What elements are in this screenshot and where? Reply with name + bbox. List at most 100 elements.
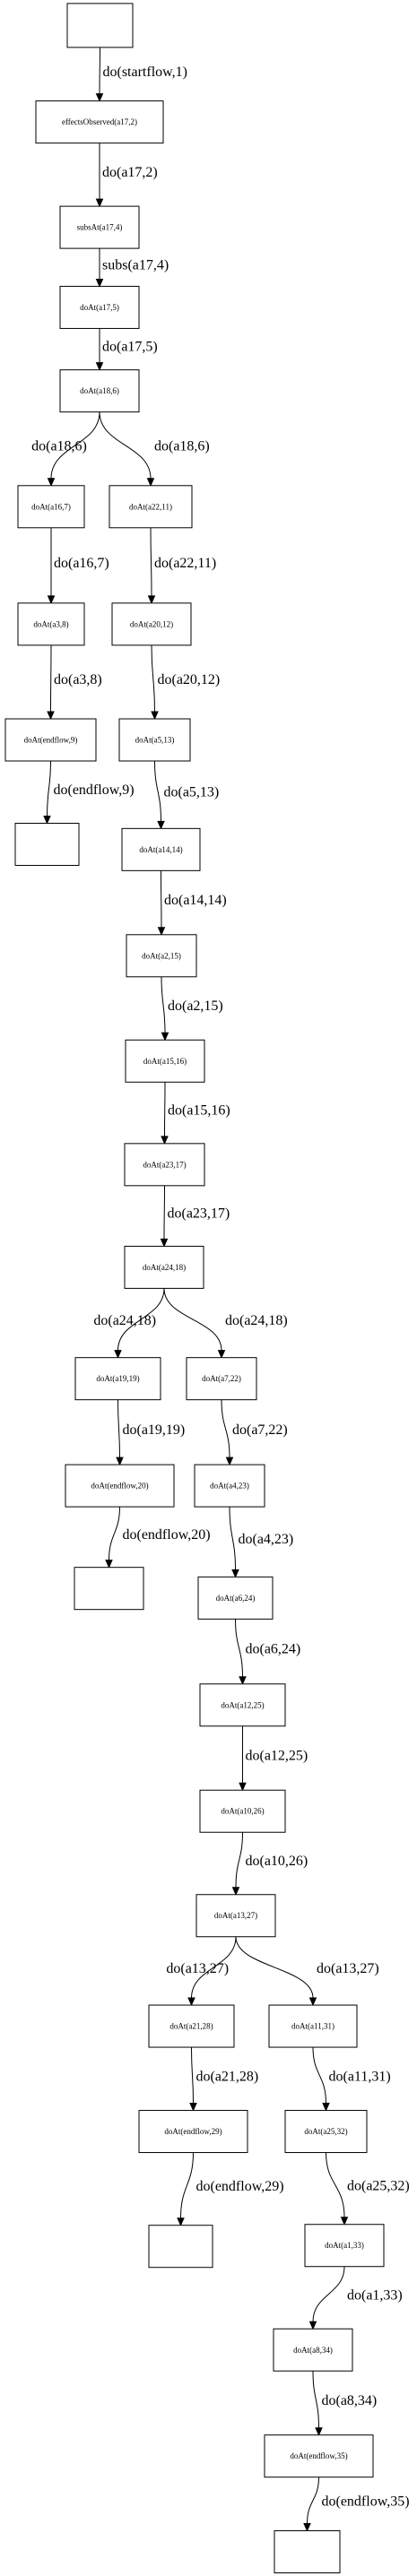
edge-label: do(a14,14) (164, 893, 227, 908)
graph-node: effectsObserved(a17,2) (35, 100, 164, 144)
graph-edge: do(endflow,9) (43, 761, 135, 825)
graph-node: doAt(a24,18) (124, 1245, 204, 1289)
graph-node: doAt(endflow,35) (264, 2434, 374, 2478)
node-box (65, 1464, 175, 1508)
node-box (14, 823, 80, 867)
edge-line (235, 1832, 243, 1888)
graph-node: doAt(a13,27) (195, 1894, 276, 1938)
graph-node: doAt(a25,32) (284, 2110, 368, 2154)
graph-node: doAt(endflow,29) (138, 2110, 248, 2154)
edge-line (117, 1288, 165, 1351)
node-label: doAt(a24,18) (143, 1263, 186, 1272)
edge-label: do(endflow,9) (54, 782, 135, 798)
edge-line (163, 1185, 165, 1240)
arrow-head (47, 711, 55, 721)
arrow-head (95, 198, 104, 208)
node-box (194, 1464, 265, 1508)
node-label: doAt(a1,33) (325, 2241, 364, 2250)
graph-node: doAt(a16,7) (17, 485, 85, 529)
edge-label: subs(a17,4) (102, 257, 169, 272)
graph-node: doAt(a12,25) (199, 1683, 286, 1727)
graph-edge: do(startflow,1) (95, 47, 188, 102)
edge-line (221, 1399, 230, 1458)
graph-node: doAt(a2,15) (126, 934, 197, 978)
edge-label: do(a4,23) (239, 1532, 294, 1547)
edge-label: do(a22,11) (154, 556, 216, 571)
graph-edge: do(a10,26) (231, 1832, 308, 1896)
arrow-head (217, 1350, 226, 1359)
edge-label: do(a6,24) (246, 1642, 301, 1657)
node-box (74, 1357, 161, 1401)
graph-node: doAt(a11,31) (268, 2004, 358, 2048)
edge-label: do(a18,6) (31, 439, 87, 454)
arrow-head (47, 478, 56, 488)
node-box (118, 718, 191, 762)
edge-line (312, 2266, 345, 2322)
arrow-head (151, 711, 159, 721)
edge-line (151, 644, 155, 713)
arrow-head (225, 1457, 234, 1466)
node-box (125, 1039, 205, 1083)
graph-edge: do(a1,33) (308, 2266, 403, 2330)
graph-edge: do(endflow,29) (177, 2152, 284, 2226)
arrow-head (161, 1136, 169, 1145)
node-box (268, 2004, 358, 2048)
graph-node: doAt(a7,22) (186, 1357, 257, 1401)
graph-node: doAt(a22,11) (109, 485, 193, 529)
graph-node: doAt(a14,14) (121, 827, 201, 871)
edge-label: do(a15,16) (168, 1103, 230, 1119)
arrow-head (95, 93, 104, 102)
node-label: doAt(endflow,20) (91, 1482, 148, 1491)
edge-label: do(endflow,29) (196, 2179, 284, 2194)
graph-edge: do(a17,2) (95, 143, 158, 208)
arrow-head (160, 1238, 169, 1248)
node-label: doAt(a14,14) (139, 845, 182, 854)
node-label: effectsObserved(a17,2) (62, 117, 137, 126)
arrow-head (177, 2217, 185, 2226)
graph-edge: do(a2,15) (161, 976, 223, 1042)
node-label: doAt(a5,13) (135, 736, 175, 745)
node-box (74, 1567, 144, 1611)
edge-label: do(a20,12) (158, 672, 221, 687)
edge-line (312, 2047, 326, 2104)
graph-node: doAt(a8,34) (273, 2328, 353, 2372)
edge-label: do(a13,27) (166, 1961, 229, 1976)
arrow-head (340, 2217, 349, 2226)
edge-line (180, 2152, 194, 2218)
node-box (199, 1789, 286, 1833)
terminal-node (66, 3, 134, 48)
arrow-head (187, 1997, 195, 2007)
node-label: doAt(a2,15) (142, 951, 181, 960)
graph-edge: do(a5,13) (154, 761, 219, 830)
edges-layer: do(startflow,1) do(a17,2) subs(a17,4) do(a1… (31, 47, 410, 2532)
node-label: doAt(a18,6) (80, 386, 119, 395)
node-label: doAt(endflow,35) (290, 2451, 347, 2460)
edge-line (99, 411, 152, 479)
node-box (199, 1683, 286, 1727)
graph-node: doAt(a15,16) (125, 1039, 205, 1083)
node-box (197, 1576, 274, 1620)
node-label: doAt(a8,34) (293, 2346, 333, 2355)
node-box (124, 1143, 205, 1187)
edge-label: do(a19,19) (123, 1422, 186, 1438)
node-box (17, 485, 85, 529)
edge-line (50, 411, 100, 479)
node-label: doAt(a16,7) (31, 502, 71, 511)
edge-line (109, 1507, 120, 1560)
edge-line (229, 1507, 236, 1570)
graph-node: doAt(endflow,9) (4, 718, 97, 762)
graph-edge: do(a18,6) (99, 411, 210, 488)
node-label: doAt(a22,11) (129, 502, 172, 511)
node-box (4, 718, 97, 762)
node-box (35, 100, 164, 144)
graph-node: doAt(a10,26) (199, 1789, 286, 1833)
node-label: doAt(endflow,29) (164, 2127, 222, 2136)
arrow-head (239, 1676, 247, 1686)
edge-label: do(endflow,35) (322, 2494, 410, 2510)
edge-label: do(startflow,1) (103, 65, 188, 80)
node-box (124, 1245, 204, 1289)
node-label: doAt(a3,8) (33, 619, 68, 628)
edge-label: do(a23,17) (168, 1206, 230, 1222)
arrow-head (315, 2427, 323, 2436)
graph-node: doAt(a20,12) (111, 602, 192, 646)
